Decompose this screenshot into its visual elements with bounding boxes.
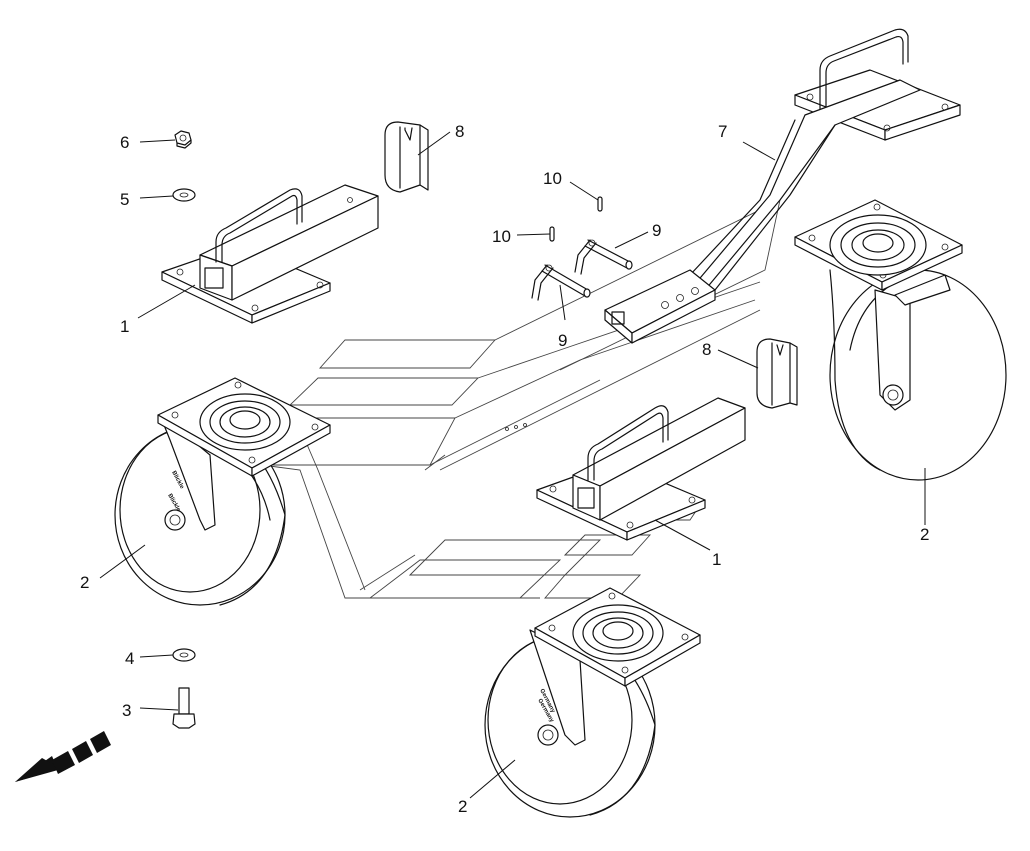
pin-part-9-upper [574,239,633,275]
callout-10-upper: 10 [543,169,562,188]
callout-5: 5 [120,190,129,209]
callout-labels: 6 5 1 8 7 10 10 9 9 8 1 2 2 4 3 2 [80,122,929,816]
callout-2-right: 2 [920,525,929,544]
callout-10-lower: 10 [492,227,511,246]
caster-wheel-part-2-left: Blickle [114,377,331,606]
direction-arrow-icon [15,731,111,782]
frame-outline [261,199,781,599]
callout-1-upper: 1 [120,317,129,336]
cotter-pin-part-10-lower [549,226,555,242]
callout-2-bottom: 2 [458,797,467,816]
cotter-pin-part-10-upper [597,196,603,212]
mounting-bracket-part-1-upper [161,184,379,324]
callout-8-upper: 8 [455,122,464,141]
washer-part-4 [172,648,196,662]
tow-bar-part-7 [604,28,961,344]
callout-6: 6 [120,133,129,152]
small-mark [505,423,527,431]
caster-wheel-part-2-bottom: Germany [484,587,701,818]
callout-3: 3 [122,701,131,720]
callout-7: 7 [718,122,727,141]
callout-8-middle: 8 [702,340,711,359]
clip-part-8-middle [756,338,798,409]
callout-4: 4 [125,649,134,668]
callout-9-upper: 9 [652,221,661,240]
leader-lines [99,131,926,799]
mounting-bracket-part-1-center [536,397,746,541]
bolt-part-3 [172,687,196,729]
callout-2-left: 2 [80,573,89,592]
caster-wheel-part-2-right [794,199,1007,481]
callout-1-center: 1 [712,550,721,569]
callout-9-lower: 9 [558,331,567,350]
clip-part-8-upper [384,121,429,193]
washer-part-5 [172,188,196,202]
nut-part-6 [174,130,192,149]
pin-part-9-lower [531,264,591,301]
